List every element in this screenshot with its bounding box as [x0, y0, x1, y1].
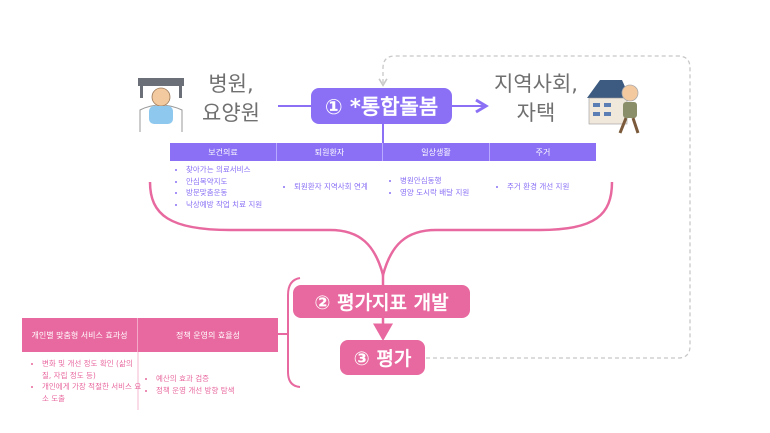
list-item: 병원안심동행 [400, 175, 469, 187]
health-list: 찾아가는 의료서비스 안심복약지도 방문맞춤운동 낙상예방 작업 치료 지원 [176, 164, 262, 210]
header-effectiveness: 개인별 맞춤형 서비스 효과성 [22, 318, 138, 352]
list-item: 변화 및 개선 정도 확인 (삶의 질, 자립 정도 등) [42, 358, 142, 381]
hospital-label: 병원,요양원 [202, 72, 260, 125]
care-table-header: 보건의료 퇴원환자 일상생활 주거 [170, 143, 596, 161]
list-item: 개인에게 가장 적절한 서비스 요소 도출 [42, 381, 142, 404]
list-item: 주거 환경 개선 지원 [507, 181, 569, 193]
effectiveness-list: 변화 및 개선 정도 확인 (삶의 질, 자립 정도 등) 개인에게 가장 적절… [32, 358, 142, 404]
header-efficiency: 정책 운영의 효율성 [138, 318, 278, 352]
list-item: 영양 도시락 배달 지원 [400, 187, 469, 199]
header-health: 보건의료 [170, 143, 277, 161]
header-discharge: 퇴원환자 [277, 143, 383, 161]
header-daily-life: 일상생활 [383, 143, 490, 161]
list-item: 방문맞춤운동 [186, 187, 262, 199]
list-item: 찾아가는 의료서비스 [186, 164, 262, 176]
house-elderly-icon [587, 80, 640, 134]
daily-life-list: 병원안심동행 영양 도시락 배달 지원 [390, 175, 469, 198]
dashed-feedback-arrow [378, 55, 691, 359]
step2-indicator-development: ② 평가지표 개발 [293, 285, 470, 318]
discharge-list: 퇴원환자 지역사회 연계 [284, 181, 368, 193]
efficiency-list: 예산의 효과 검증 정책 운영 개선 방향 탐색 [146, 373, 235, 396]
step1-integrated-care: ① *통합돌봄 [311, 88, 452, 124]
hospital-patient-icon [138, 78, 184, 132]
community-label: 지역사회,자택 [494, 72, 578, 125]
list-item: 안심복약지도 [186, 176, 262, 188]
housing-list: 주거 환경 개선 지원 [497, 181, 569, 193]
list-item: 퇴원환자 지역사회 연계 [294, 181, 368, 193]
step3-evaluation: ③ 평가 [340, 340, 425, 375]
list-item: 낙상예방 작업 치료 지원 [186, 199, 262, 211]
list-item: 예산의 효과 검증 [156, 373, 235, 385]
header-housing: 주거 [490, 143, 596, 161]
list-item: 정책 운영 개선 방향 탐색 [156, 385, 235, 397]
eval-table-header: 개인별 맞춤형 서비스 효과성 정책 운영의 효율성 [22, 318, 278, 352]
